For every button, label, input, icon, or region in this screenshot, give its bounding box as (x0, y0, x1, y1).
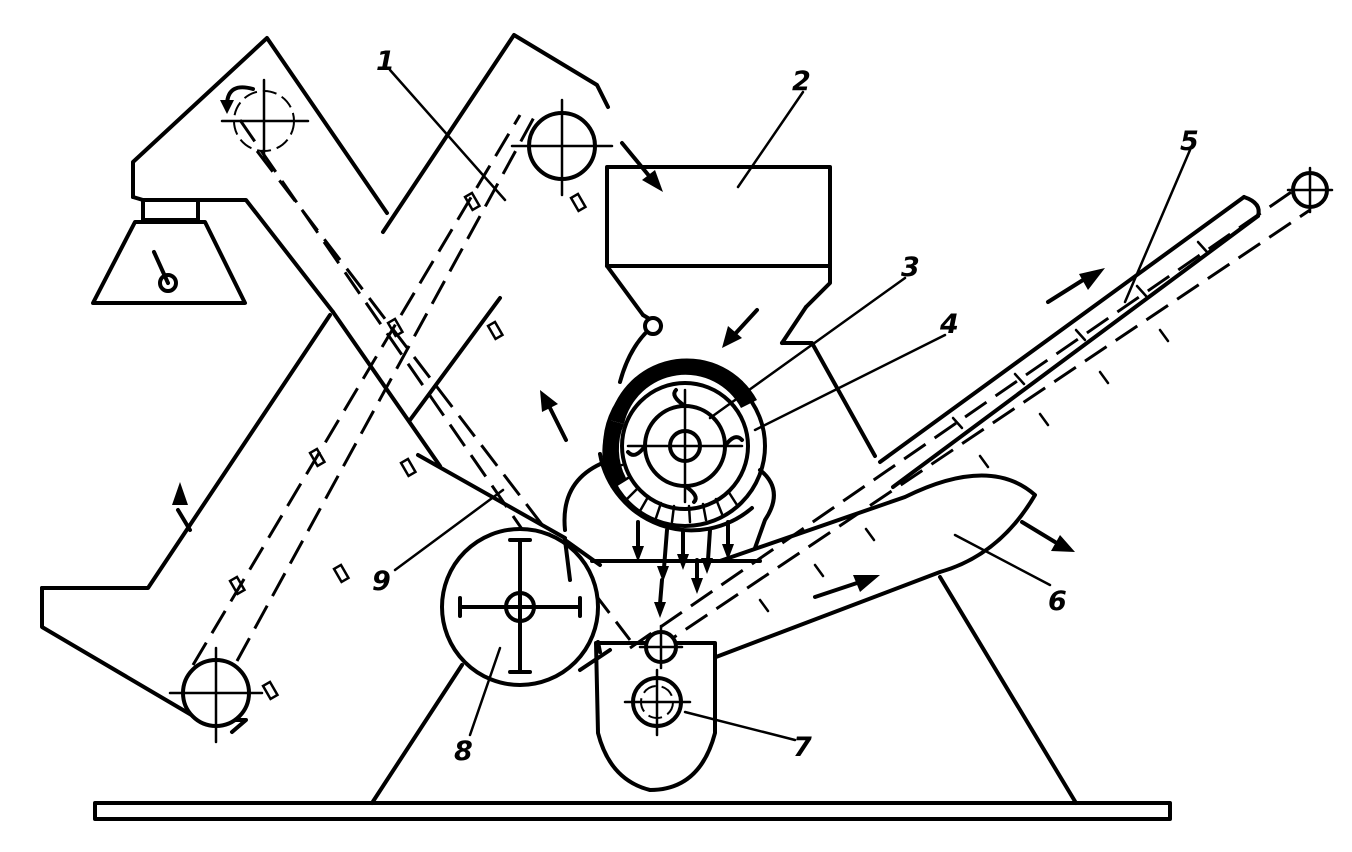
callout-9: 9 (372, 566, 391, 597)
pulley-top-right (510, 98, 614, 197)
pulley-top-left (220, 78, 310, 162)
pulley-bottom-left (168, 646, 264, 744)
arrows-down-grate-icon (632, 520, 734, 618)
drum-rotor (440, 527, 600, 687)
arrow-up-belt-icon (540, 390, 568, 442)
hopper (605, 165, 877, 458)
arrow-chute-out-icon (1020, 520, 1075, 552)
arrow-conveyor-up-icon (1046, 268, 1105, 304)
inclined-conveyor (629, 166, 1334, 652)
callout-5: 5 (1180, 126, 1199, 157)
callout-6: 6 (1048, 586, 1067, 617)
flow-arrows (172, 141, 1105, 618)
base-plate (93, 801, 1172, 821)
leader-lines (388, 68, 1192, 742)
callout-8: 8 (454, 736, 473, 767)
callout-2: 2 (792, 66, 811, 97)
callout-4: 4 (939, 309, 959, 340)
callout-7: 7 (793, 732, 812, 763)
arrow-chute-mid-icon (813, 575, 880, 599)
inner-elevator (563, 538, 602, 582)
callout-labels: 1 2 3 4 5 6 7 8 9 (372, 46, 1199, 767)
arrow-up-left-icon (172, 482, 192, 532)
callout-1: 1 (376, 46, 395, 77)
discharge-chute (714, 473, 1037, 659)
callout-3: 3 (901, 252, 920, 283)
arrow-into-hopper-icon (620, 141, 663, 192)
elevator-belt (191, 109, 632, 701)
lever-pivot-icon (643, 316, 663, 336)
lower-housing (594, 624, 717, 792)
arrow-down-hopper-icon (722, 308, 759, 348)
rotor-assembly (598, 316, 776, 550)
left-elevator-casing (40, 36, 442, 734)
